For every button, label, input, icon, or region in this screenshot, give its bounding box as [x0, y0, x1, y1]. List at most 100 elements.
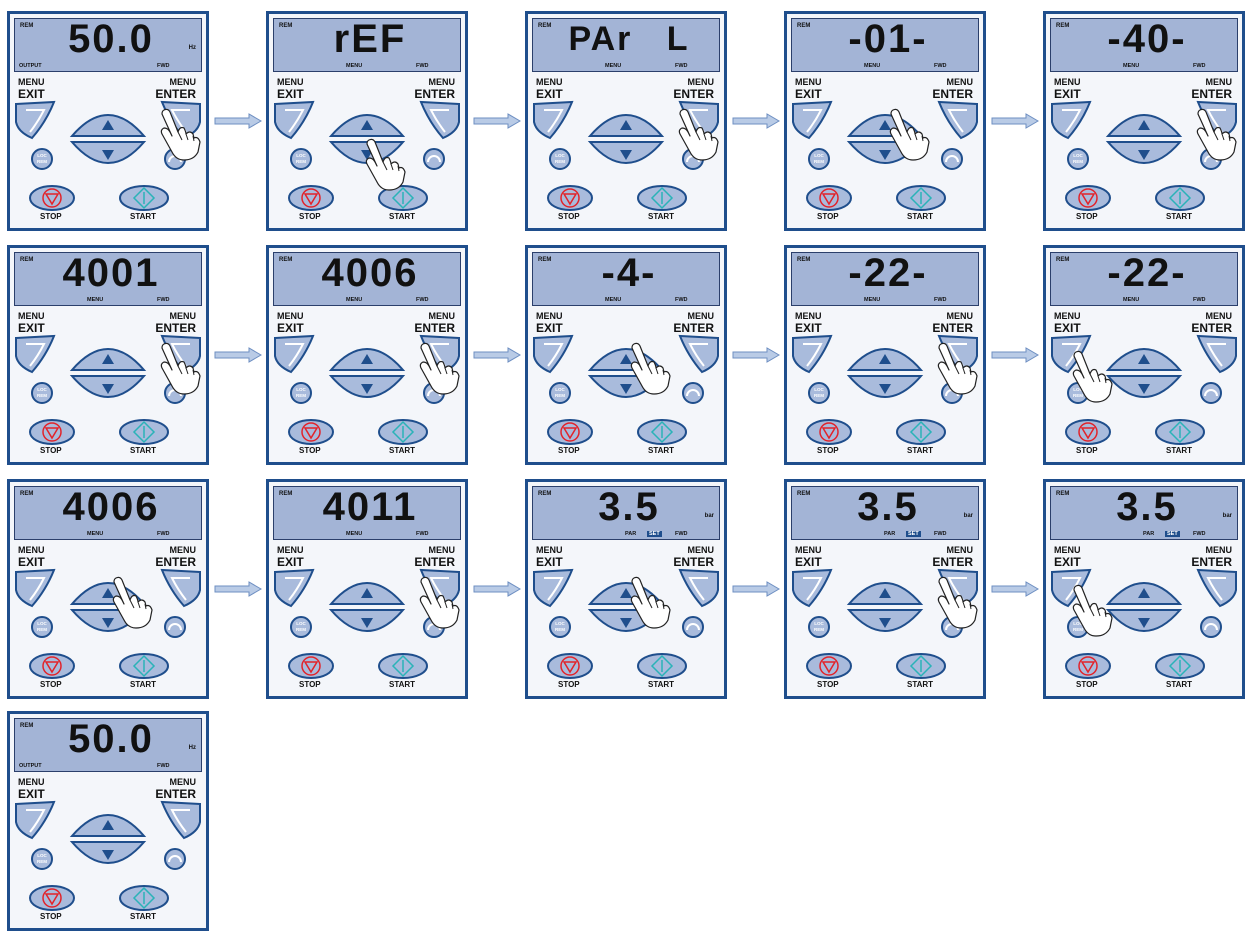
start-button[interactable]: [1156, 654, 1204, 678]
enter-button[interactable]: [162, 802, 200, 838]
direction-button[interactable]: [1201, 149, 1221, 169]
direction-button[interactable]: [424, 617, 444, 637]
up-button[interactable]: [849, 583, 921, 604]
up-button[interactable]: [849, 115, 921, 136]
enter-button[interactable]: [939, 570, 977, 606]
start-button[interactable]: [897, 420, 945, 444]
direction-button[interactable]: [942, 383, 962, 403]
direction-button[interactable]: [683, 617, 703, 637]
stop-button[interactable]: [289, 186, 333, 210]
start-button[interactable]: [1156, 186, 1204, 210]
down-button[interactable]: [331, 142, 403, 163]
exit-button[interactable]: [16, 336, 54, 372]
exit-button[interactable]: [275, 102, 313, 138]
exit-button[interactable]: [793, 570, 831, 606]
stop-button[interactable]: [1066, 654, 1110, 678]
down-button[interactable]: [849, 376, 921, 397]
direction-button[interactable]: [165, 149, 185, 169]
up-button[interactable]: [331, 115, 403, 136]
exit-button[interactable]: [1052, 102, 1090, 138]
enter-button[interactable]: [162, 102, 200, 138]
direction-button[interactable]: [165, 383, 185, 403]
down-button[interactable]: [72, 376, 144, 397]
enter-button[interactable]: [421, 570, 459, 606]
down-button[interactable]: [72, 610, 144, 631]
up-button[interactable]: [72, 815, 144, 836]
down-button[interactable]: [849, 142, 921, 163]
stop-button[interactable]: [30, 420, 74, 444]
start-button[interactable]: [120, 420, 168, 444]
direction-button[interactable]: [165, 849, 185, 869]
exit-button[interactable]: [16, 570, 54, 606]
down-button[interactable]: [590, 376, 662, 397]
down-button[interactable]: [331, 610, 403, 631]
enter-button[interactable]: [1198, 102, 1236, 138]
up-button[interactable]: [590, 115, 662, 136]
down-button[interactable]: [72, 142, 144, 163]
exit-button[interactable]: [275, 336, 313, 372]
up-button[interactable]: [849, 349, 921, 370]
stop-button[interactable]: [548, 186, 592, 210]
enter-button[interactable]: [1198, 570, 1236, 606]
exit-button[interactable]: [793, 102, 831, 138]
start-button[interactable]: [1156, 420, 1204, 444]
up-button[interactable]: [72, 349, 144, 370]
exit-button[interactable]: [16, 102, 54, 138]
enter-button[interactable]: [421, 336, 459, 372]
direction-button[interactable]: [1201, 617, 1221, 637]
stop-button[interactable]: [807, 654, 851, 678]
up-button[interactable]: [590, 349, 662, 370]
enter-button[interactable]: [1198, 336, 1236, 372]
direction-button[interactable]: [683, 149, 703, 169]
up-button[interactable]: [331, 583, 403, 604]
down-button[interactable]: [72, 842, 144, 863]
start-button[interactable]: [638, 654, 686, 678]
exit-button[interactable]: [534, 336, 572, 372]
exit-button[interactable]: [534, 570, 572, 606]
down-button[interactable]: [1108, 142, 1180, 163]
start-button[interactable]: [897, 654, 945, 678]
start-button[interactable]: [638, 420, 686, 444]
direction-button[interactable]: [424, 383, 444, 403]
stop-button[interactable]: [807, 420, 851, 444]
stop-button[interactable]: [30, 654, 74, 678]
enter-button[interactable]: [939, 102, 977, 138]
up-button[interactable]: [1108, 583, 1180, 604]
up-button[interactable]: [1108, 115, 1180, 136]
up-button[interactable]: [72, 583, 144, 604]
start-button[interactable]: [120, 654, 168, 678]
exit-button[interactable]: [793, 336, 831, 372]
down-button[interactable]: [590, 142, 662, 163]
direction-button[interactable]: [942, 149, 962, 169]
direction-button[interactable]: [424, 149, 444, 169]
enter-button[interactable]: [939, 336, 977, 372]
down-button[interactable]: [1108, 376, 1180, 397]
stop-button[interactable]: [548, 654, 592, 678]
down-button[interactable]: [1108, 610, 1180, 631]
stop-button[interactable]: [1066, 420, 1110, 444]
enter-button[interactable]: [162, 336, 200, 372]
stop-button[interactable]: [807, 186, 851, 210]
start-button[interactable]: [120, 186, 168, 210]
stop-button[interactable]: [289, 420, 333, 444]
enter-button[interactable]: [421, 102, 459, 138]
start-button[interactable]: [120, 886, 168, 910]
direction-button[interactable]: [683, 383, 703, 403]
up-button[interactable]: [72, 115, 144, 136]
up-button[interactable]: [1108, 349, 1180, 370]
enter-button[interactable]: [680, 102, 718, 138]
down-button[interactable]: [849, 610, 921, 631]
up-button[interactable]: [331, 349, 403, 370]
exit-button[interactable]: [275, 570, 313, 606]
